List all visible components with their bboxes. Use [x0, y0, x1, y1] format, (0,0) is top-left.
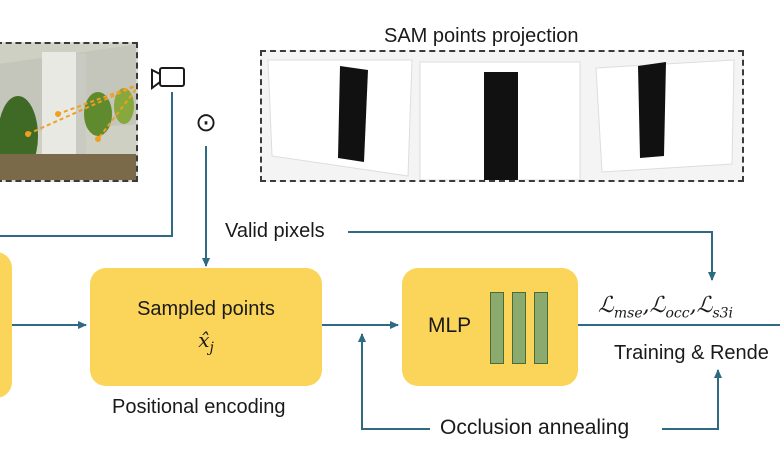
loss-separator-1: , — [642, 293, 650, 318]
photo-to-input-line — [0, 92, 173, 237]
occlusion-annealing-label: Occlusion annealing — [436, 416, 634, 440]
input-box — [0, 252, 12, 398]
scene-photo — [0, 44, 136, 180]
symbol-x-hat: x̂ — [198, 328, 210, 352]
sampled-points-box: Sampled points x̂j — [90, 268, 322, 386]
sampled-points-label: Sampled points — [137, 298, 275, 320]
loss-terms: ℒmse,ℒocc,ℒs3i — [598, 292, 733, 321]
photo-panel — [0, 42, 138, 182]
mlp-bar-3 — [534, 292, 548, 364]
mlp-bar-2 — [512, 292, 526, 364]
valid-pixels-arrow — [348, 231, 716, 281]
projection-views — [267, 59, 735, 181]
positional-encoding-label: Positional encoding — [112, 396, 286, 418]
odot-marker: ⊙ — [195, 107, 217, 137]
loss-mse: ℒmse — [598, 293, 643, 322]
sam-panel-title: SAM points projection — [384, 25, 579, 47]
loss-occ: ℒocc — [649, 293, 690, 322]
loss-separator-2: , — [689, 293, 697, 318]
symbol-subscript-j: j — [209, 340, 214, 356]
mlp-bar-1 — [490, 292, 504, 364]
occlusion-to-training-arrow — [662, 369, 722, 430]
sampled-points-symbol: x̂j — [90, 328, 322, 356]
occlusion-to-mlp-arrow — [358, 333, 430, 430]
sam-projection-panel — [260, 50, 744, 182]
valid-pixels-label: Valid pixels — [221, 220, 329, 243]
training-rendering-label: Training & Rende — [614, 342, 769, 364]
mlp-box: MLP — [402, 268, 578, 386]
mlp-label: MLP — [428, 314, 472, 337]
loss-s3i: ℒs3i — [696, 293, 734, 322]
camera-icon — [151, 67, 185, 90]
